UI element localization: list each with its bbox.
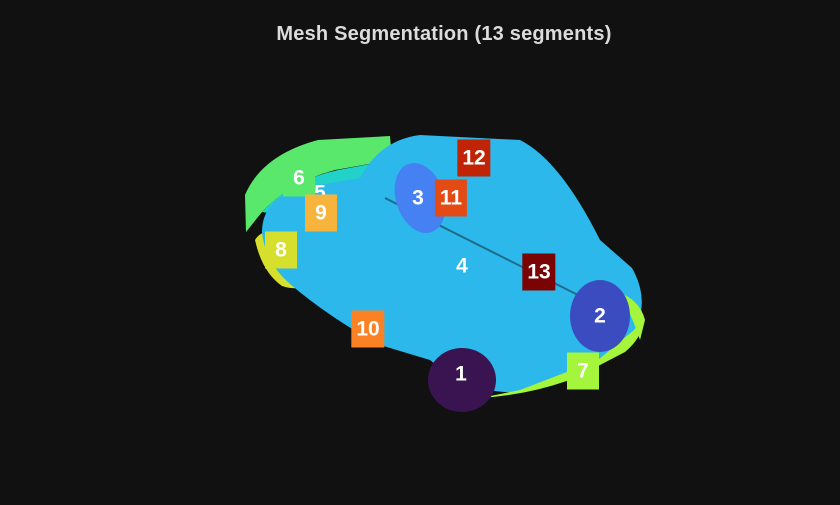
segment-label-11: 11 (434, 179, 468, 217)
segment-label-3: 3 (412, 186, 424, 210)
segment-label-2: 2 (594, 304, 606, 328)
segment-2-region (570, 280, 630, 352)
segment-label-4: 4 (456, 254, 468, 278)
segment-label-13: 13 (522, 253, 556, 291)
segment-label-1: 1 (455, 362, 467, 386)
figure-title: Mesh Segmentation (13 segments) (276, 23, 612, 45)
segment-1-region (428, 348, 496, 412)
segment-label-12: 12 (457, 139, 491, 177)
segment-7-region (480, 318, 643, 398)
segment-label-7: 7 (567, 352, 599, 390)
segment-6-region (245, 136, 392, 232)
segment-label-5: 5 (314, 181, 326, 205)
segment-label-9: 9 (305, 194, 337, 232)
segment-label-10: 10 (351, 310, 385, 348)
segment-label-8: 8 (265, 231, 297, 269)
segment-label-6: 6 (283, 159, 315, 197)
segment-3-region (394, 162, 446, 234)
